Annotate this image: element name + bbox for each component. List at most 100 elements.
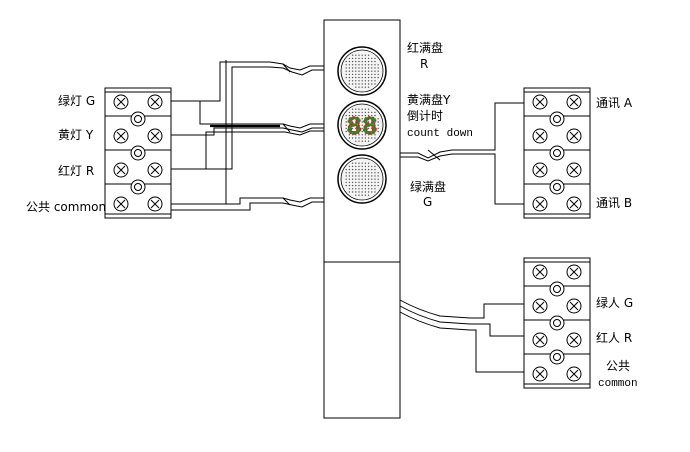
led-dot xyxy=(355,191,357,193)
led-dot xyxy=(348,114,351,117)
led-dot xyxy=(351,184,354,187)
led-dot xyxy=(348,76,351,79)
led-dot xyxy=(358,118,360,120)
countdown-label-cn: 倒计时 xyxy=(407,109,443,123)
led-dot xyxy=(358,162,360,164)
led-dot xyxy=(367,67,370,69)
led-dot xyxy=(364,137,367,139)
led-dot xyxy=(377,118,379,120)
led-dot xyxy=(371,184,373,187)
led-dot xyxy=(367,130,370,133)
led-dot xyxy=(358,70,360,72)
led-dot xyxy=(358,54,360,56)
led-dot xyxy=(345,172,347,174)
led-dot xyxy=(351,127,354,130)
screw-cross-icon xyxy=(116,97,126,107)
led-dot xyxy=(358,83,360,85)
led-dot xyxy=(367,60,370,63)
led-dot xyxy=(351,57,354,60)
led-dot xyxy=(355,178,357,180)
led-dot xyxy=(371,111,373,114)
led-dot xyxy=(364,86,367,88)
led-dot xyxy=(367,121,370,123)
led-dot xyxy=(374,60,376,63)
led-dot xyxy=(367,124,370,126)
led-dot xyxy=(358,73,360,76)
led-dot xyxy=(367,86,370,88)
led-dot xyxy=(374,130,376,133)
led-dot xyxy=(358,184,360,187)
led-dot xyxy=(355,67,357,69)
led-dot xyxy=(358,111,360,114)
led-dot xyxy=(371,191,373,193)
led-dot xyxy=(364,140,367,142)
led-dot xyxy=(355,114,357,117)
led-dot xyxy=(367,168,370,171)
led-dot xyxy=(355,134,357,136)
led-dot xyxy=(367,118,370,120)
led-dot xyxy=(361,168,363,171)
led-dot xyxy=(361,137,363,139)
led-dot xyxy=(371,130,373,133)
led-dot xyxy=(367,178,370,180)
led-dot-pattern xyxy=(345,54,379,196)
yellow-disk-label: 黄满盘Y xyxy=(407,92,451,107)
led-dot xyxy=(348,134,351,136)
led-dot xyxy=(364,175,367,177)
led-dot xyxy=(361,114,363,117)
bridge-inner-icon xyxy=(134,149,142,157)
comm-a-label: 通讯 A xyxy=(596,96,633,110)
led-dot xyxy=(377,76,379,79)
led-dot xyxy=(351,118,354,120)
led-dot xyxy=(345,181,347,184)
led-dot xyxy=(377,124,379,126)
led-dot xyxy=(367,172,370,174)
led-dot xyxy=(355,83,357,85)
led-dot xyxy=(371,83,373,85)
led-dot xyxy=(348,172,351,174)
led-dot xyxy=(367,111,370,114)
led-dot xyxy=(364,162,367,164)
screw-cross-icon xyxy=(569,369,579,379)
led-dot xyxy=(348,184,351,187)
led-dot xyxy=(358,168,360,171)
led-dot xyxy=(361,165,363,168)
led-dot xyxy=(345,114,347,117)
led-dot xyxy=(374,114,376,117)
led-dot xyxy=(367,134,370,136)
led-dot xyxy=(358,188,360,190)
led-dot xyxy=(374,118,376,120)
led-dot xyxy=(361,188,363,190)
led-dot xyxy=(361,191,363,193)
screw-cross-icon xyxy=(535,199,545,209)
led-dot xyxy=(371,175,373,177)
led-dot xyxy=(348,83,351,85)
left-label-common: 公共 common xyxy=(26,200,106,214)
led-dot xyxy=(367,181,370,184)
led-dot xyxy=(364,118,367,120)
led-dot xyxy=(345,130,347,133)
led-dot xyxy=(367,162,370,164)
led-dot xyxy=(371,80,373,82)
led-dot xyxy=(374,165,376,168)
led-dot xyxy=(361,140,363,142)
led-dot xyxy=(345,76,347,79)
screw-cross-icon xyxy=(150,199,160,209)
led-dot xyxy=(371,70,373,72)
led-dot xyxy=(377,67,379,69)
led-dot xyxy=(351,130,354,133)
led-dot xyxy=(367,140,370,142)
led-dot xyxy=(345,73,347,76)
led-dot xyxy=(355,137,357,139)
screw-cross-icon xyxy=(535,335,545,345)
bridge-inner-icon xyxy=(553,285,561,293)
led-dot xyxy=(355,80,357,82)
led-dot xyxy=(348,124,351,126)
led-dot xyxy=(355,121,357,123)
green-disk-letter: G xyxy=(423,195,432,209)
led-dot xyxy=(351,168,354,171)
screw-cross-icon xyxy=(116,199,126,209)
led-dot xyxy=(367,175,370,177)
led-dot xyxy=(351,172,354,174)
